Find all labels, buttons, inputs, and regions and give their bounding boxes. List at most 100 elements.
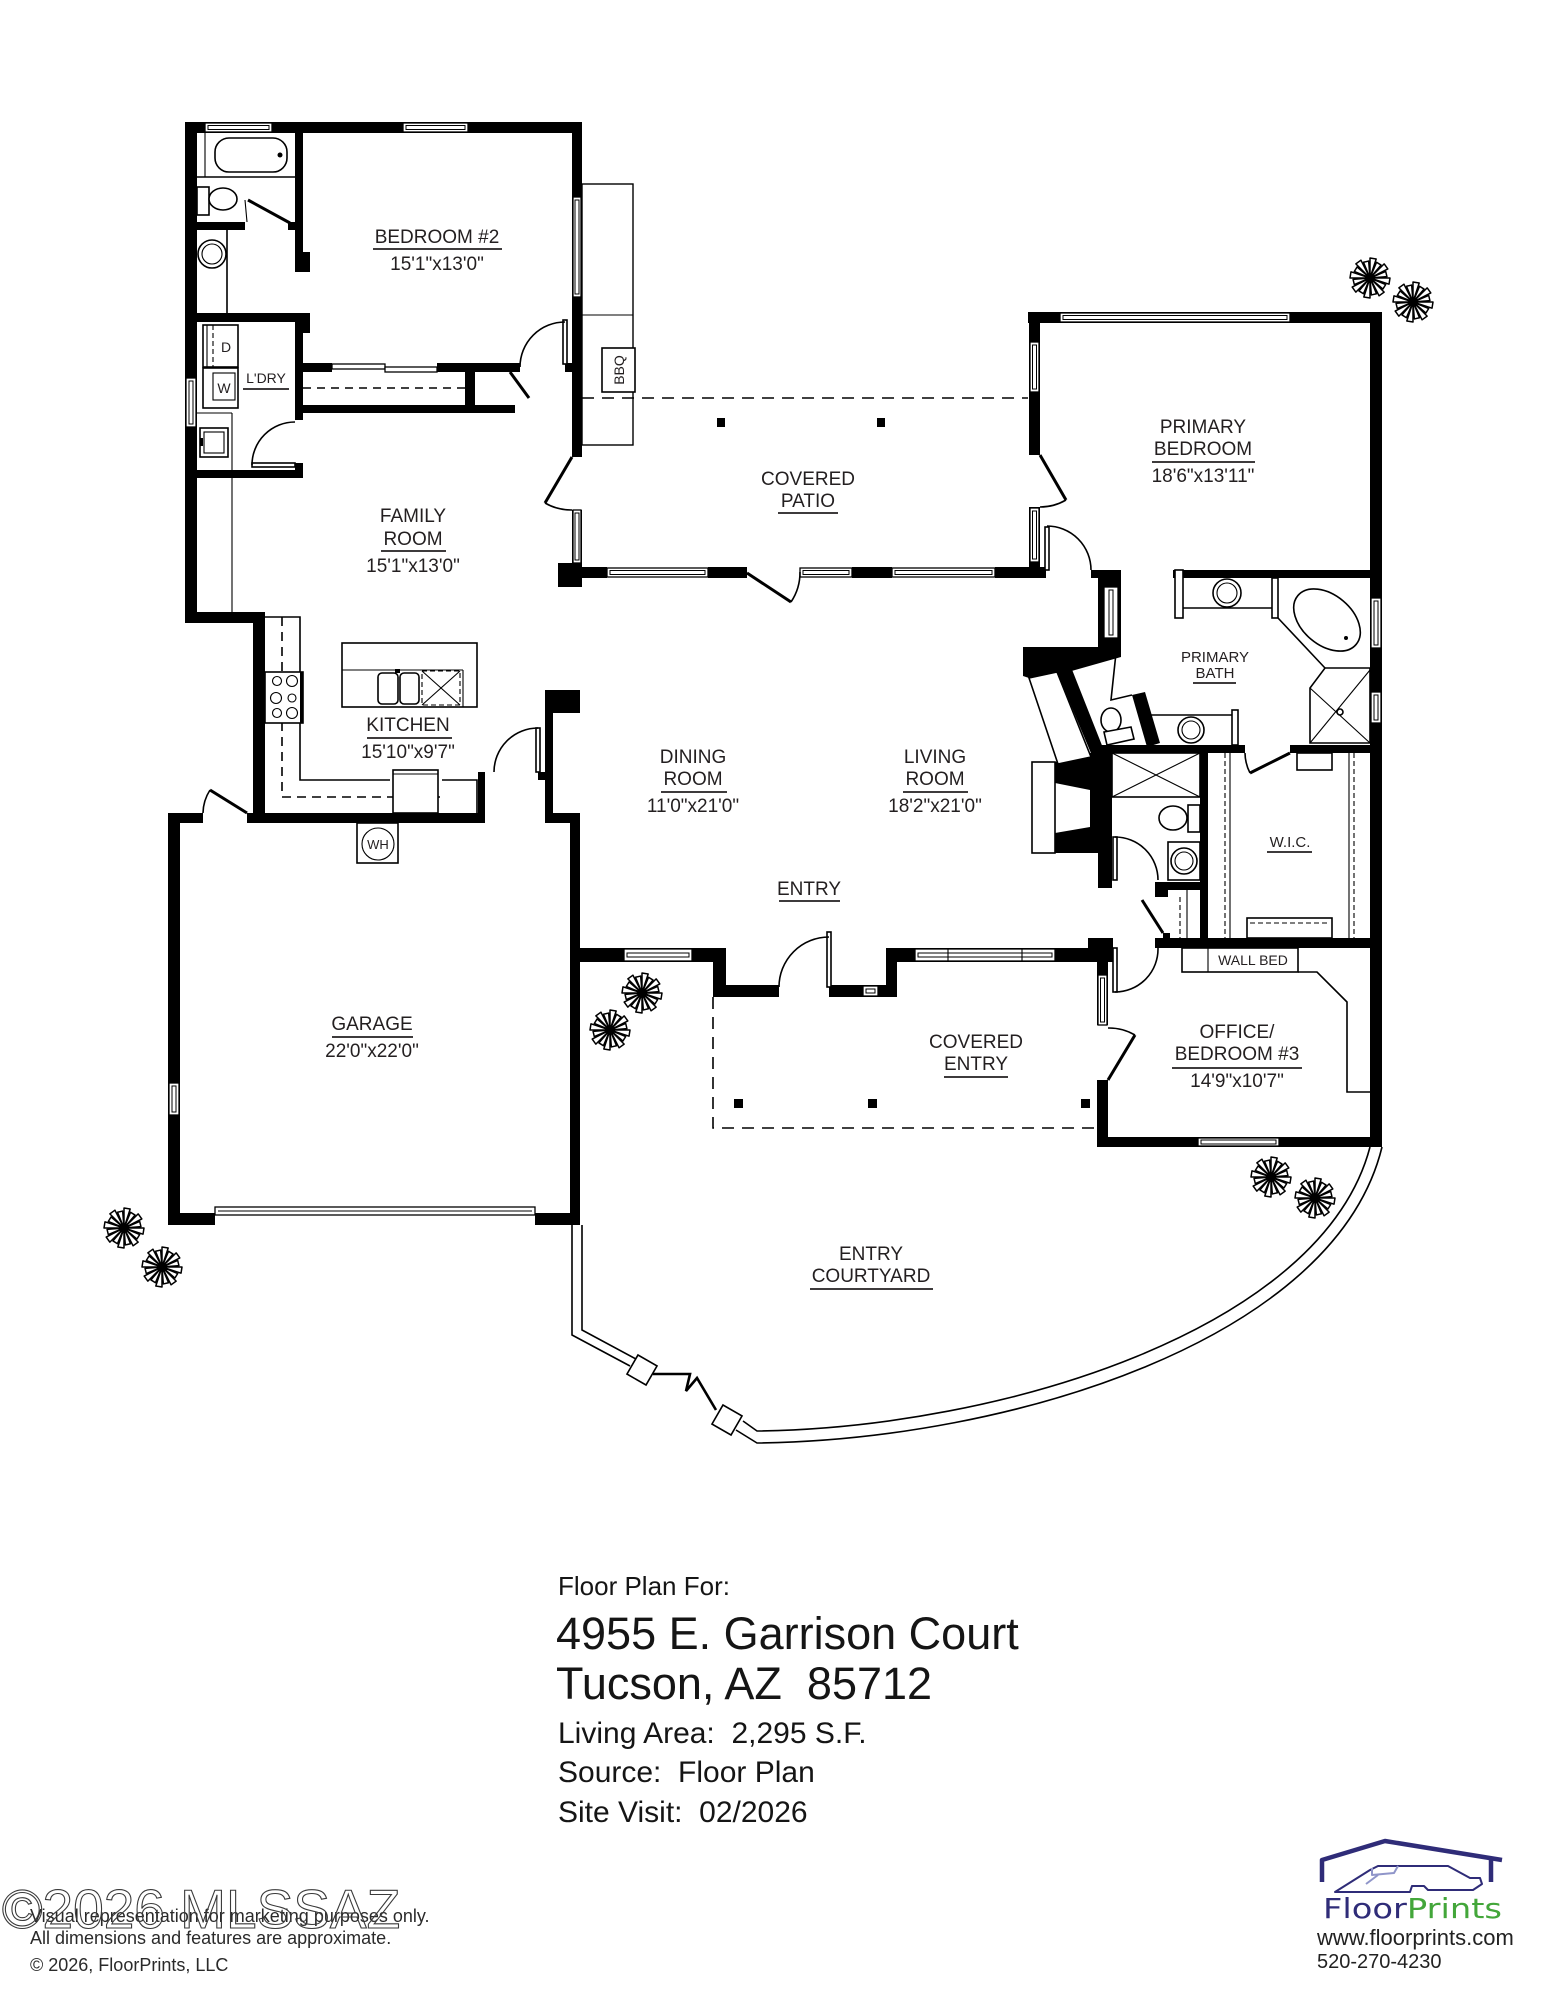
door-primary-bedroom: [1044, 525, 1092, 571]
closet-sliding-doors: [331, 363, 438, 373]
door-family-to-patio: [543, 456, 574, 511]
fixtures: D W: [196, 132, 1383, 1444]
wall-angled: [1132, 692, 1160, 747]
window: [914, 948, 1056, 962]
wall: [185, 122, 582, 133]
room-dimensions: 11'0"x21'0": [647, 796, 739, 817]
room-name: W.I.C.: [1270, 834, 1311, 851]
room-name: GARAGE: [331, 1014, 412, 1035]
wall: [535, 1213, 580, 1225]
address-line-1: 4955 E. Garrison Court: [556, 1608, 1019, 1659]
kitchen-sink-icon: [377, 672, 399, 705]
wall: [558, 567, 607, 578]
house-roof-icon: [1319, 1838, 1503, 1882]
room-name: FAMILY: [380, 506, 446, 527]
property-info: Floor Plan For: 4955 E. Garrison Court T…: [556, 1571, 1019, 1829]
room-name: COURTYARD: [812, 1266, 931, 1287]
kitchen-fixtures: [264, 616, 478, 815]
room-name: PRIMARY: [1181, 649, 1249, 666]
patio-fixtures: BBQ: [581, 183, 1028, 446]
window: [1097, 974, 1108, 1026]
hearth: [1031, 761, 1056, 854]
dishwasher-icon: [421, 670, 461, 706]
wall: [288, 222, 295, 230]
front-door: [778, 931, 832, 988]
logo-word-prints: Prints: [1407, 1892, 1502, 1925]
room-label-primary-bedroom: PRIMARY BEDROOM 18'6"x13'11": [1152, 417, 1255, 487]
wall: [303, 405, 515, 413]
window: [572, 196, 582, 298]
built-in-desk: [1298, 971, 1370, 1093]
window: [1029, 341, 1040, 393]
bbq-icon: [601, 347, 636, 393]
room-name: BEDROOM: [1154, 439, 1252, 460]
entry-roofline: [712, 997, 1097, 1129]
covered-entry-fixtures: [712, 997, 1097, 1129]
dryer-icon: [202, 324, 239, 368]
tree-icon: [621, 972, 663, 1014]
wall: [713, 985, 779, 997]
disclaimer-line: Visual representation for marketing purp…: [30, 1906, 430, 1926]
wall: [708, 567, 747, 578]
logo-website: www.floorprints.com: [1316, 1925, 1514, 1950]
wall: [1200, 745, 1208, 948]
room-label-laundry: L'DRY: [243, 370, 289, 390]
wall-angled: [1057, 667, 1105, 758]
wall: [253, 612, 265, 823]
wall: [1155, 882, 1200, 890]
room-name: KITCHEN: [366, 715, 449, 736]
entry-column: [1081, 1099, 1090, 1108]
wall: [295, 322, 303, 420]
room-dimensions: 15'10"x9'7": [361, 742, 455, 763]
bathtub-icon: [214, 137, 288, 173]
wall: [197, 470, 303, 478]
wic-fixtures: [1224, 752, 1355, 939]
door-garage-side: [202, 788, 248, 815]
bbq-label: BBQ: [611, 355, 627, 385]
washer-label: W: [217, 380, 231, 396]
tree-icon: [141, 1246, 183, 1288]
room-name: BEDROOM #3: [1175, 1044, 1300, 1065]
garage-door: [214, 1206, 536, 1216]
tree-icon: [1250, 1156, 1292, 1198]
room-dimensions: 22'0"x22'0": [325, 1041, 419, 1062]
wall: [465, 372, 475, 405]
wall: [437, 363, 520, 372]
door-bath-2-wc: [244, 198, 291, 225]
primary-bath-fixtures: [1100, 569, 1371, 746]
patio-column: [877, 418, 885, 427]
gate-post: [710, 1403, 744, 1437]
bath-2-fixtures: [196, 132, 295, 313]
wall: [247, 813, 485, 823]
room-name: ROOM: [663, 769, 722, 790]
wall: [1173, 570, 1372, 578]
room-name: DINING: [660, 747, 727, 768]
wall: [1088, 938, 1113, 950]
courtyard-wall: [571, 1146, 1383, 1444]
refrigerator-icon: [392, 769, 439, 814]
window: [168, 1082, 180, 1116]
wall: [713, 948, 726, 997]
windows: [168, 122, 1382, 1216]
tree-icon: [1392, 281, 1434, 323]
wall: [1155, 938, 1382, 948]
window: [862, 985, 879, 997]
wall: [1098, 745, 1245, 753]
door-hall-bath: [1112, 836, 1159, 881]
info-heading: Floor Plan For:: [558, 1571, 730, 1601]
room-name: ROOM: [383, 529, 442, 550]
window: [623, 948, 693, 962]
disclaimer-line: All dimensions and features are approxim…: [30, 1928, 391, 1948]
room-labels: BEDROOM #2 15'1"x13'0" L'DRY FAMILY ROOM…: [243, 227, 1312, 1290]
room-label-covered-patio: COVERED PATIO: [761, 469, 855, 514]
wall: [1163, 933, 1170, 940]
courtyard-gate: [653, 1372, 718, 1411]
door-linen: [1140, 899, 1165, 934]
gate-post: [625, 1353, 659, 1387]
room-label-wic: W.I.C.: [1267, 834, 1312, 853]
wall: [545, 813, 580, 823]
wall: [565, 363, 582, 372]
wall: [168, 813, 203, 823]
address-line-2: Tucson, AZ 85712: [556, 1658, 932, 1709]
room-label-bedroom-2: BEDROOM #2 15'1"x13'0": [373, 227, 502, 275]
